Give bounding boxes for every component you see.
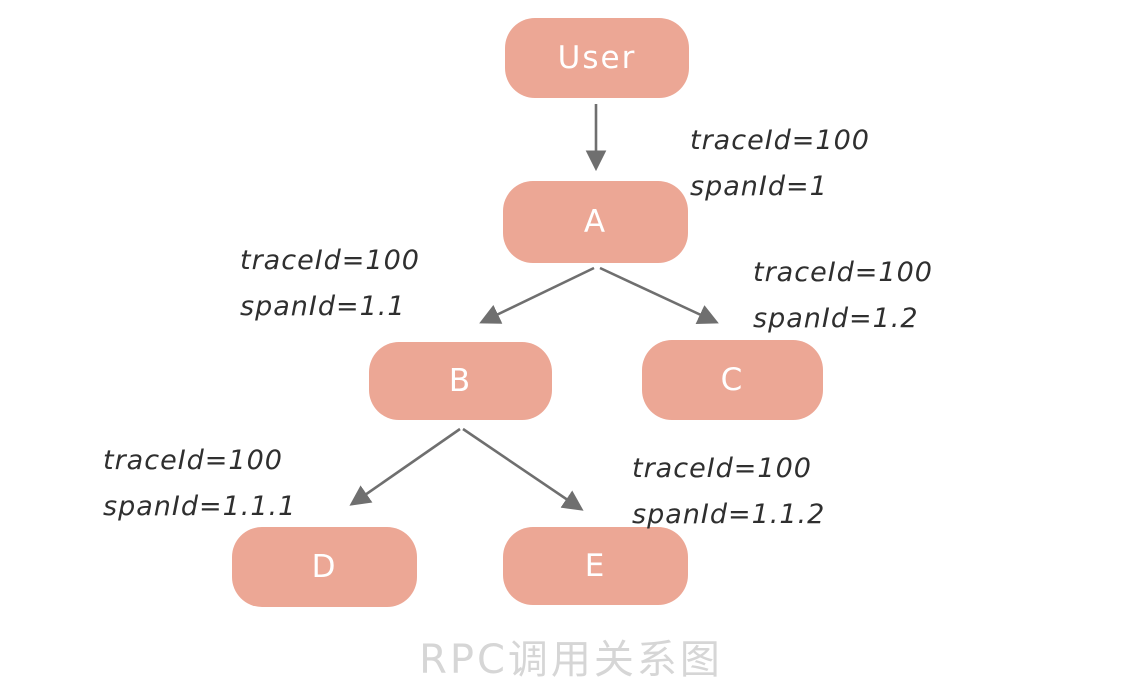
trace-id-text: traceId=100 bbox=[690, 125, 870, 156]
trace-id-text: traceId=100 bbox=[632, 453, 812, 484]
edge-label-a-b: traceId=100 spanId=1.1 bbox=[240, 238, 420, 330]
edge-a-c bbox=[599, 266, 719, 324]
node-c: C bbox=[642, 340, 823, 420]
edge-label-a-c: traceId=100 spanId=1.2 bbox=[753, 250, 933, 342]
node-a: A bbox=[503, 181, 688, 263]
trace-id-text: traceId=100 bbox=[240, 245, 420, 276]
span-id-text: spanId=1.1.1 bbox=[103, 491, 297, 522]
node-e: E bbox=[503, 527, 688, 605]
span-id-text: spanId=1.1.2 bbox=[632, 499, 826, 530]
span-id-text: spanId=1 bbox=[690, 171, 828, 202]
span-id-text: spanId=1.1 bbox=[240, 291, 406, 322]
trace-id-text: traceId=100 bbox=[753, 257, 933, 288]
diagram-caption: RPC调用关系图 bbox=[419, 637, 723, 683]
node-d: D bbox=[232, 527, 417, 607]
node-b: B bbox=[369, 342, 552, 420]
edge-label-user-a: traceId=100 spanId=1 bbox=[690, 118, 870, 210]
edge-label-b-e: traceId=100 spanId=1.1.2 bbox=[632, 446, 825, 538]
trace-id-text: traceId=100 bbox=[103, 445, 283, 476]
edge-b-e bbox=[462, 427, 584, 511]
edge-a-b bbox=[479, 266, 595, 324]
node-user: User bbox=[505, 18, 689, 98]
span-id-text: spanId=1.2 bbox=[753, 303, 919, 334]
edge-b-d bbox=[349, 427, 461, 506]
edge-label-b-d: traceId=100 spanId=1.1.1 bbox=[103, 438, 296, 530]
